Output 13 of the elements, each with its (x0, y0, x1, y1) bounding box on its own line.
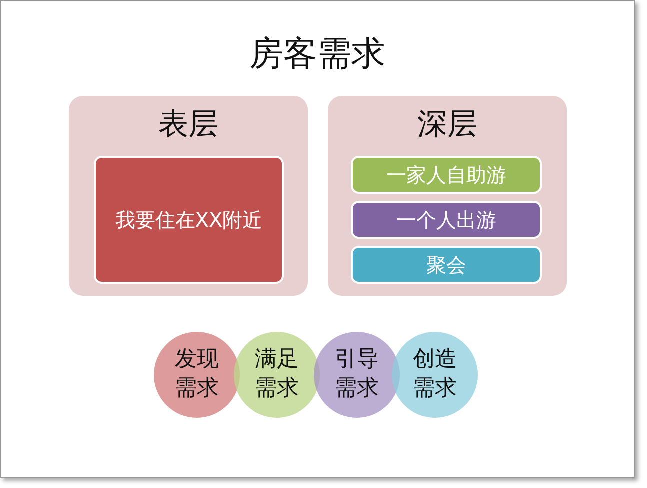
panel-heading: 深层 (416, 106, 478, 144)
circle-label: 满足需求 (254, 346, 300, 403)
text-box: 我要住在XX附近 (94, 156, 284, 284)
title: 房客需求 (248, 33, 386, 76)
circle-label: 创造需求 (412, 346, 458, 403)
category-panel (328, 96, 567, 296)
circle-label: 引导需求 (334, 346, 380, 403)
panel-heading: 表层 (158, 106, 220, 144)
text-box: 一家人自助游 (351, 156, 542, 194)
circle-label: 发现需求 (174, 346, 220, 403)
text-box: 聚会 (351, 246, 542, 284)
category-panel (69, 96, 308, 296)
text-box: 一个人出游 (351, 201, 542, 239)
